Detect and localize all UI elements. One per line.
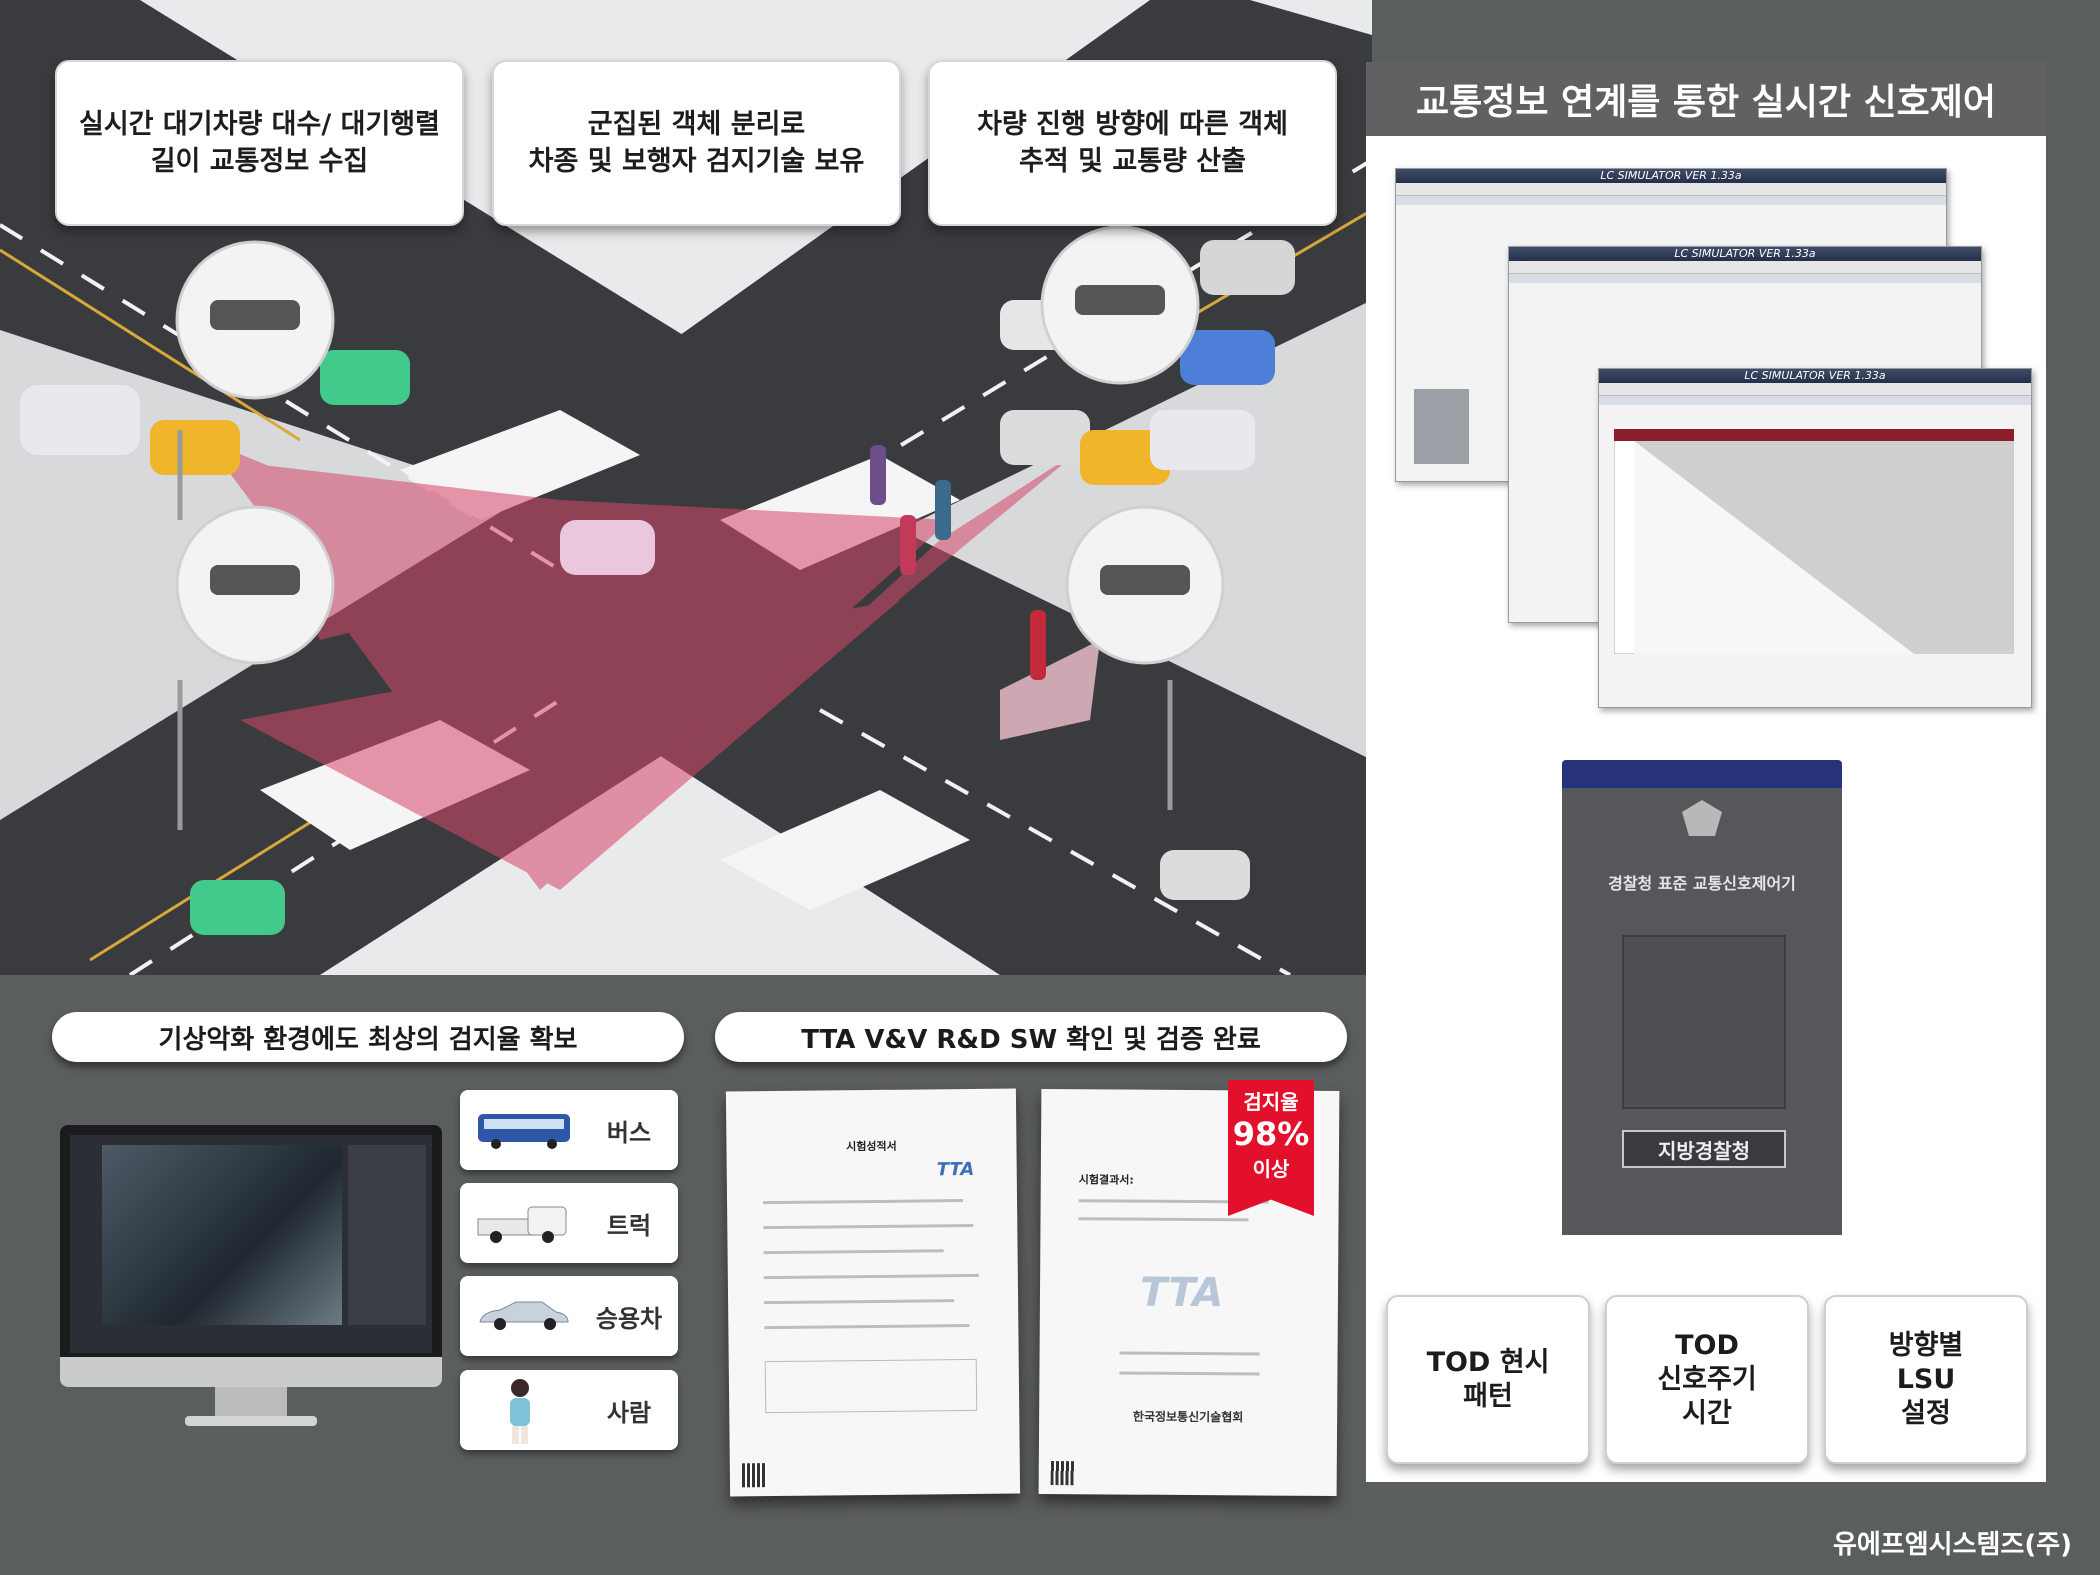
doc2-org: 한국정보통신기술협회 (1132, 1409, 1244, 1425)
company-brand: 유에프엠시스템즈(주) (1832, 1530, 2072, 1560)
car-icon (479, 1301, 569, 1330)
vehicle-class-label: 버스 (606, 1118, 652, 1147)
simulator-title: LC SIMULATOR VER 1.33a (1599, 369, 2031, 383)
tracking-callout: 차량 진행 방향에 따른 객체 추적 및 교통량 산출 (928, 60, 1337, 226)
vehicle-class-label: 승용차 (595, 1304, 663, 1333)
tod-phase-pattern-box: TOD 현시 패턴 (1386, 1295, 1590, 1464)
vehicle-class-label: 트럭 (606, 1211, 652, 1240)
controller-thumb (1414, 389, 1469, 464)
monitor-stand (215, 1387, 287, 1419)
tta-watermark: TTA (1139, 1269, 1224, 1317)
monitor-screen (70, 1135, 432, 1353)
tta-verification-title: TTA V&V R&D SW 확인 및 검증 완료 (715, 1012, 1347, 1062)
direction-lsu-box: 방향별 LSU 설정 (1824, 1295, 2028, 1464)
cabinet-door (1622, 935, 1786, 1109)
signal-control-title: 교통정보 연계를 통한 실시간 신호제어 (1366, 62, 2046, 136)
monitor (60, 1125, 442, 1387)
controller-plate: 지방경찰청 (1622, 1130, 1786, 1168)
intersection-scene (0, 0, 1372, 975)
tod-cycle-time-box: TOD 신호주기 시간 (1605, 1295, 1809, 1464)
person-icon (510, 1379, 530, 1444)
test-report-document: 시험성적서 TTA (725, 1088, 1021, 1497)
controller-label: 경찰청 표준 교통신호제어기 (1608, 874, 1796, 893)
weather-detection-title: 기상악화 환경에도 최상의 검지율 확보 (52, 1012, 684, 1062)
intersection-illustration: 실시간 대기차량 대수/ 대기행렬 길이 교통정보 수집 군집된 객체 분리로 … (0, 0, 1372, 975)
detection-rate-badge: 검지율 98% 이상 (1228, 1080, 1314, 1216)
queue-info-callout: 실시간 대기차량 대수/ 대기행렬 길이 교통정보 수집 (55, 60, 464, 226)
badge-value: 98% (1232, 1115, 1310, 1153)
doc2-heading: 시험결과서: (1078, 1173, 1134, 1187)
monitor-base (185, 1416, 317, 1426)
badge-suffix: 이상 (1252, 1157, 1290, 1181)
vehicle-class-bus: 버스 (460, 1090, 678, 1170)
simulator-title: LC SIMULATOR VER 1.33a (1509, 247, 1981, 261)
doc1-heading: 시험성적서 (846, 1139, 897, 1154)
truck-icon (477, 1206, 567, 1243)
simulator-title: LC SIMULATOR VER 1.33a (1396, 169, 1946, 183)
police-emblem-icon (1677, 798, 1727, 838)
vehicle-class-truck: 트럭 (460, 1183, 678, 1263)
simulator-window-3: LC SIMULATOR VER 1.33a (1598, 368, 2032, 708)
qr-code-icon (741, 1463, 767, 1488)
bus-icon (478, 1114, 570, 1149)
tta-logo: TTA (936, 1158, 975, 1181)
badge-label: 검지율 (1243, 1090, 1299, 1114)
vehicle-class-label: 사람 (606, 1398, 652, 1427)
qr-code-icon (1050, 1461, 1075, 1486)
lsu-matrix (1614, 429, 2014, 654)
separation-callout: 군집된 객체 분리로 차종 및 보행자 검지기술 보유 (492, 60, 901, 226)
vehicle-class-car: 승용차 (460, 1276, 678, 1356)
vehicle-class-person: 사람 (460, 1370, 678, 1450)
traffic-controller-cabinet: 경찰청 표준 교통신호제어기 지방경찰청 (1562, 760, 1842, 1235)
